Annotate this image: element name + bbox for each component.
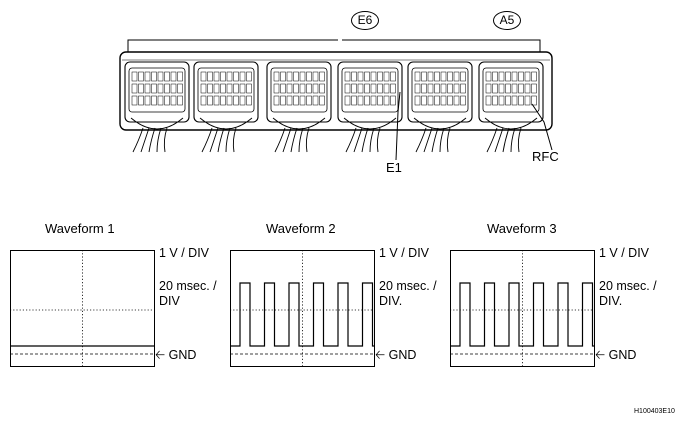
waveform-3-gnd-label: 🡠 GND — [595, 346, 636, 367]
ecu-connector-drawing — [119, 39, 553, 161]
waveform-3-time-div: 20 msec. / DIV. — [599, 279, 657, 308]
left-arrow-icon: 🡠 — [155, 348, 166, 362]
waveform-2-gnd-text: GND — [388, 348, 417, 362]
waveform-3-trace — [450, 250, 595, 367]
waveform-2-volt-div: 1 V / DIV — [379, 246, 430, 260]
waveform-1-gnd-text: GND — [168, 348, 197, 362]
figure-code: H100403E10 — [634, 408, 675, 415]
waveform-3-title: Waveform 3 — [487, 221, 557, 236]
waveform-3-gnd-text: GND — [608, 348, 637, 362]
connector-e6-label: E6 — [351, 11, 379, 30]
waveform-2-gnd-label: 🡠 GND — [375, 346, 416, 367]
waveform-1-trace — [10, 250, 155, 367]
pin-rfc-label: RFC — [532, 149, 559, 164]
waveform-3-scope — [450, 250, 595, 367]
waveform-1-gnd-label: 🡠 GND — [155, 346, 196, 367]
waveform-1-title: Waveform 1 — [45, 221, 115, 236]
waveform-2-title: Waveform 2 — [266, 221, 336, 236]
pin-e1-label: E1 — [386, 160, 402, 175]
left-arrow-icon: 🡠 — [595, 348, 606, 362]
waveform-3-volt-div: 1 V / DIV — [599, 246, 650, 260]
waveform-2-time-div: 20 msec. / DIV. — [379, 279, 437, 308]
waveform-2-trace — [230, 250, 375, 367]
waveform-2-scope — [230, 250, 375, 367]
waveform-1-time-div: 20 msec. / DIV — [159, 279, 217, 308]
waveform-1-scope — [10, 250, 155, 367]
connector-a5-label: A5 — [493, 11, 521, 30]
waveform-1-volt-div: 1 V / DIV — [159, 246, 210, 260]
left-arrow-icon: 🡠 — [375, 348, 386, 362]
